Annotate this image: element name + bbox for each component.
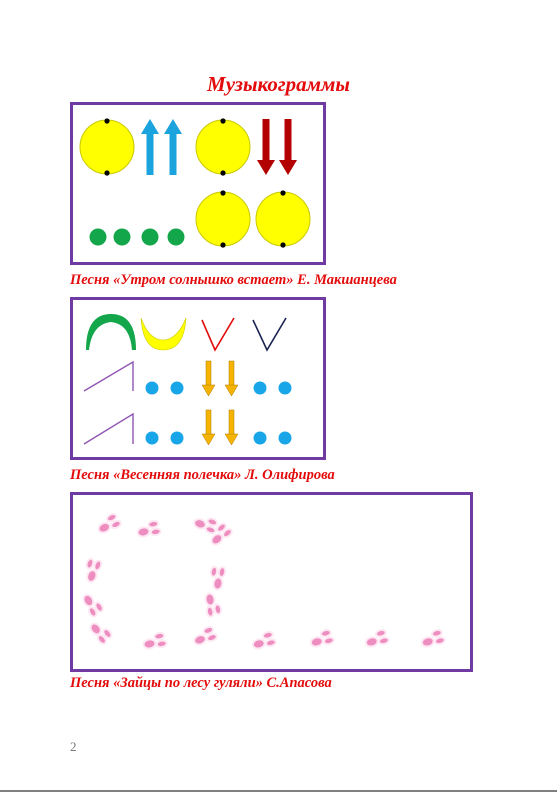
red-check-mark [201, 317, 235, 352]
paw-print [86, 617, 115, 647]
purple-slope [83, 360, 134, 392]
paw-print [202, 591, 224, 619]
paw-print [307, 627, 336, 650]
blue-dot [278, 381, 292, 395]
arrow-up-icon [164, 119, 182, 175]
green-dot [167, 228, 185, 246]
paw-print [206, 564, 228, 592]
sun-circle [79, 118, 135, 176]
paw-print [80, 555, 104, 585]
song-caption-3: Песня «Зайцы по лесу гуляли» С.Апасова [70, 675, 332, 691]
sun-circle [195, 118, 251, 176]
navy-check-mark [252, 317, 287, 352]
arrow-down-icon [201, 409, 216, 446]
arrow-down-icon [224, 360, 239, 397]
musicogram-1 [79, 118, 311, 248]
musicogram-2 [83, 314, 292, 446]
arrow-down-icon [201, 360, 216, 397]
song-caption-1: Песня «Утром солнышко встает» Е. Макшанц… [70, 272, 397, 288]
blue-dot [145, 431, 159, 445]
paw-print [249, 629, 278, 652]
sun-circle [255, 190, 311, 248]
paw-print [190, 624, 219, 648]
yellow-crescent [140, 317, 187, 351]
paw-print [135, 518, 163, 540]
paw-print [418, 627, 447, 650]
paw-print [93, 511, 123, 536]
page-bottom-border [0, 790, 557, 792]
green-dot [89, 228, 107, 246]
musicogram-frame-2 [70, 297, 326, 460]
blue-dot [253, 381, 267, 395]
blue-dot [170, 431, 184, 445]
green-dot [141, 228, 159, 246]
sun-circle [195, 190, 251, 248]
green-dot [113, 228, 131, 246]
purple-slope [83, 412, 134, 445]
musicogram-frame-1 [70, 102, 326, 265]
paw-print [191, 512, 221, 536]
paw-print [141, 630, 169, 652]
blue-dot [253, 431, 267, 445]
song-caption-2: Песня «Весенняя полечка» Л. Олифирова [70, 467, 335, 483]
musicogram-frame-3 [70, 492, 473, 672]
paw-print [79, 589, 106, 619]
paw-print [362, 627, 391, 650]
arrow-down-icon [279, 119, 297, 175]
blue-dot [145, 381, 159, 395]
musicogram-3 [79, 511, 447, 652]
page-number: 2 [70, 739, 77, 754]
arrow-down-icon [224, 409, 239, 446]
green-arc [86, 314, 136, 350]
blue-dot [278, 431, 292, 445]
arrow-up-icon [141, 119, 159, 175]
arrow-down-icon [257, 119, 275, 175]
blue-dot [170, 381, 184, 395]
page-title: Музыкограммы [207, 72, 350, 96]
